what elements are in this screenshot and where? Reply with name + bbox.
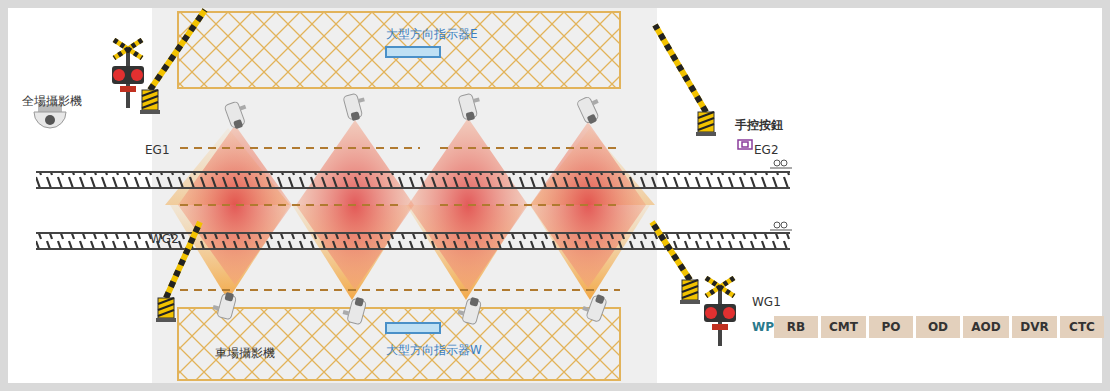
cell-text: AOD: [971, 320, 1000, 334]
table-cell: CMT: [821, 316, 866, 338]
table-cell: DVR: [1012, 316, 1057, 338]
label: 全場攝影機: [22, 94, 82, 108]
table-cell: OD: [916, 316, 960, 338]
cell-text: PO: [882, 320, 901, 334]
cell-text: CMT: [829, 320, 858, 334]
label: EG2: [754, 143, 779, 157]
label: 手控按鈕: [735, 118, 783, 132]
wheel-sensor: [770, 160, 792, 230]
cell-text: RB: [787, 320, 805, 334]
label: 大型方向指示器W: [386, 343, 482, 357]
cell-text: DVR: [1020, 320, 1049, 334]
label: 車場攝影機: [215, 346, 275, 360]
barrier-gate: [112, 10, 736, 346]
label: WG1: [752, 295, 781, 309]
label: EG1: [145, 143, 170, 157]
label: 大型方向指示器E: [386, 27, 478, 41]
cell-text: OD: [928, 320, 948, 334]
table-cell: AOD: [963, 316, 1009, 338]
track: [36, 172, 790, 249]
table-cell: CTC: [1060, 316, 1104, 338]
label: WP: [752, 320, 774, 334]
direction-indicator: [386, 47, 440, 57]
label: WG2: [150, 232, 179, 246]
direction-indicator: [386, 323, 440, 333]
table-cell: RB: [774, 316, 818, 338]
camera: [211, 92, 608, 325]
cell-text: CTC: [1069, 320, 1095, 334]
manual-button-icon: [738, 140, 752, 149]
table-cell: PO: [869, 316, 913, 338]
